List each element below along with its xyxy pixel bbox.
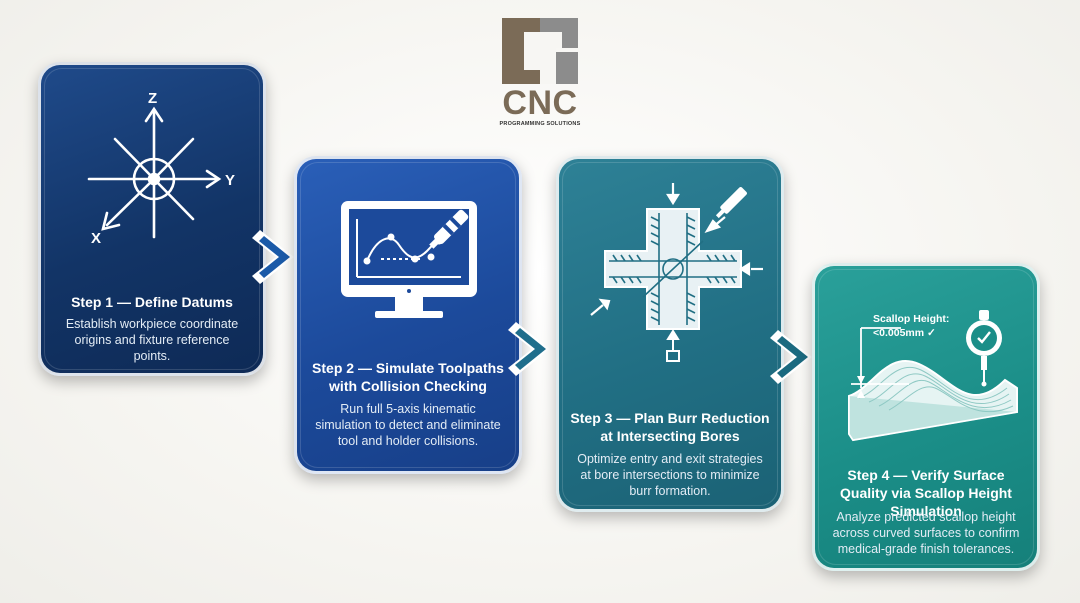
monitor-simulation-icon: [341, 201, 477, 318]
step-4-description: Analyze predicted scallop height across …: [832, 510, 1020, 556]
step-2-description: Run full 5-axis kinematic simulation to …: [315, 402, 501, 448]
step-3-description: Optimize entry and exit strategies at bo…: [577, 452, 763, 498]
step-3-card: Step 3 — Plan Burr Reduction at Intersec…: [556, 156, 784, 512]
step-1-description: Establish workpiece coordinate origins a…: [65, 317, 239, 363]
axis-x-label: X: [91, 230, 101, 247]
axis-datum-icon: Z Y X: [87, 90, 235, 247]
step-1-title: Step 1 — Define Datums: [71, 294, 233, 310]
chevron-right-icon: [770, 330, 812, 384]
logo-mark-icon: [502, 18, 578, 84]
step-2-title: Step 2 — Simulate Toolpaths with Collisi…: [312, 360, 504, 394]
cnc-logo: CNC PROGRAMMING SOLUTIONS: [492, 14, 588, 130]
intersecting-bores-icon: [590, 183, 763, 362]
chevron-right-icon: [252, 230, 294, 284]
axis-z-label: Z: [148, 90, 157, 107]
scallop-label: Scallop Height:: [873, 313, 949, 325]
step-4-card: Scallop Height: <0.005mm ✓ Step 4 — Veri…: [812, 263, 1040, 571]
scallop-surface-icon: Scallop Height: <0.005mm ✓: [848, 310, 1018, 442]
axis-y-label: Y: [225, 172, 235, 189]
chevron-right-icon: [508, 322, 550, 376]
step-4-title: Step 4 — Verify Surface Quality via Scal…: [840, 467, 1012, 519]
logo-text: CNC: [502, 84, 578, 122]
scallop-value: <0.005mm ✓: [873, 327, 936, 339]
step-1-card: Z Y X Step 1 — Define Datums Establish w…: [38, 62, 266, 376]
logo-subtitle: PROGRAMMING SOLUTIONS: [499, 121, 581, 127]
step-3-title: Step 3 — Plan Burr Reduction at Intersec…: [570, 410, 770, 444]
step-2-card: Step 2 — Simulate Toolpaths with Collisi…: [294, 156, 522, 474]
